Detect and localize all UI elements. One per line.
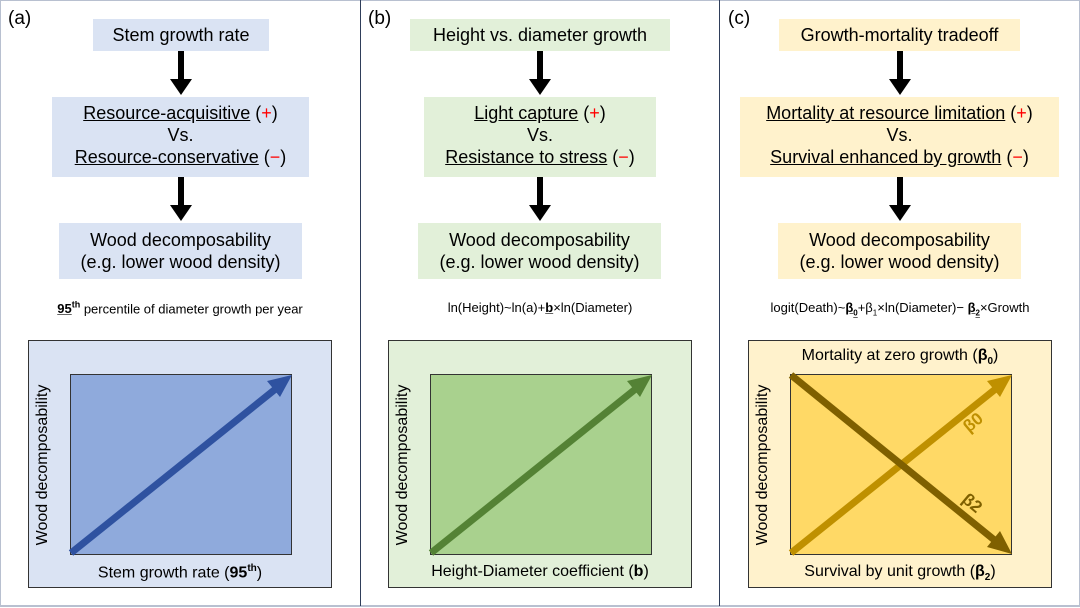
top-label-post: ) [993, 347, 999, 364]
panel-b: (b) Height vs. diameter growth Light cap… [360, 0, 720, 606]
panel-label: (b) [368, 8, 392, 29]
beta2-trend-line [788, 372, 1006, 550]
trend-arrow-svg [68, 375, 292, 556]
arrow-down-icon [889, 51, 911, 95]
panel-label: (c) [728, 8, 751, 29]
formula-beta0-sub: 0 [853, 308, 858, 318]
panel-label: (a) [8, 8, 32, 29]
negative-term: Survival enhanced by growth [770, 147, 1002, 167]
top-box-text: Growth-mortality tradeoff [800, 25, 999, 45]
positive-trend-line [68, 380, 286, 556]
middle-box: Light capture (+) Vs. Resistance to stre… [424, 97, 656, 177]
positive-term: Light capture [474, 103, 579, 123]
formula-emph: 95 [57, 301, 72, 317]
formula-post: ×Growth [979, 300, 1030, 315]
bottom-box: Wood decomposability (e.g. lower wood de… [778, 223, 1021, 279]
formula-sup: th [71, 300, 81, 310]
minus-sign: − [1012, 147, 1023, 167]
x-label-sub: 2 [984, 572, 991, 584]
bottom-box-line2: (e.g. lower wood density) [799, 252, 1000, 272]
metric-definition: logit(Death)~β0+β1×ln(Diameter)− β2×Grow… [720, 300, 1080, 318]
formula-beta2: β [967, 300, 976, 315]
trend-arrow-svg [428, 375, 652, 556]
x-axis-label: Height-Diameter coefficient (b) [389, 563, 691, 581]
plus-sign: + [589, 103, 600, 123]
bottom-box-line1: Wood decomposability [809, 230, 990, 250]
schematic-chart: Mortality at zero growth (β0) Wood decom… [748, 340, 1052, 588]
formula-emph: b [545, 300, 554, 315]
positive-trend-line [428, 380, 646, 556]
middle-box: Mortality at resource limitation (+) Vs.… [740, 97, 1059, 177]
top-box: Height vs. diameter growth [410, 19, 670, 51]
minus-sign: − [618, 147, 629, 167]
metric-definition: 95th percentile of diameter growth per y… [0, 300, 360, 316]
panel-c: (c) Growth-mortality tradeoff Mortality … [720, 0, 1080, 606]
x-label-sup: th [247, 563, 257, 574]
plus-sign: + [1016, 103, 1027, 123]
formula-post: ×ln(Diameter) [553, 300, 633, 315]
x-label-beta: β [975, 563, 985, 580]
top-box: Stem growth rate [93, 19, 269, 51]
arrowhead-icon [627, 375, 652, 397]
negative-term: Resource-conservative [74, 147, 259, 167]
bottom-box-line2: (e.g. lower wood density) [80, 252, 281, 272]
plus-sign: + [261, 103, 272, 123]
top-label-beta: β [977, 347, 988, 364]
x-label-pre: Height-Diameter coefficient ( [431, 563, 634, 580]
bottom-box-line1: Wood decomposability [449, 230, 630, 250]
formula-mid2: ×ln(Diameter)− [877, 300, 968, 315]
x-axis-label: Survival by unit growth (β2) [749, 563, 1051, 583]
vs-text: Vs. [886, 125, 913, 145]
positive-term: Mortality at resource limitation [766, 103, 1006, 123]
arrow-down-icon [170, 51, 192, 95]
middle-box: Resource-acquisitive (+) Vs. Resource-co… [52, 97, 309, 177]
top-axis-label: Mortality at zero growth (β0) [749, 347, 1051, 367]
bottom-box: Wood decomposability (e.g. lower wood de… [59, 223, 302, 279]
arrow-down-icon [889, 177, 911, 221]
metric-definition: ln(Height)~ln(a)+b×ln(Diameter) [360, 300, 720, 315]
top-box: Growth-mortality tradeoff [779, 19, 1020, 51]
arrowhead-icon [987, 375, 1012, 397]
arrowhead-icon [267, 375, 292, 397]
x-label-post: ) [643, 563, 649, 580]
formula-pre: ln(Height)~ln(a)+ [447, 300, 546, 315]
x-label-bold: 95 [229, 564, 248, 582]
x-label-pre: Stem growth rate ( [97, 564, 230, 582]
top-label-sub: 0 [987, 356, 994, 368]
x-label-post: ) [990, 563, 996, 580]
panel-divider [719, 0, 720, 606]
schematic-chart: Wood decomposability Height-Diameter coe… [388, 340, 692, 588]
arrow-down-icon [529, 177, 551, 221]
x-label-bold: b [633, 563, 644, 580]
vs-text: Vs. [167, 125, 194, 145]
negative-term: Resistance to stress [445, 147, 608, 167]
schematic-chart: Wood decomposability Stem growth rate (9… [28, 340, 332, 588]
top-label-pre: Mortality at zero growth ( [801, 347, 978, 364]
arrow-down-icon [529, 51, 551, 95]
top-box-text: Stem growth rate [112, 25, 250, 45]
beta0-trend-line [788, 380, 1006, 556]
formula-beta2-sub: 2 [975, 308, 980, 318]
x-label-pre: Survival by unit growth ( [804, 563, 976, 580]
arrowhead-icon [987, 531, 1012, 554]
x-label-post: ) [256, 564, 263, 582]
formula-beta1-sub: 1 [872, 308, 878, 318]
bottom-box-line2: (e.g. lower wood density) [439, 252, 640, 272]
bottom-box-line1: Wood decomposability [90, 230, 271, 250]
minus-sign: − [269, 147, 281, 167]
positive-term: Resource-acquisitive [83, 103, 251, 123]
formula-beta0: β [845, 300, 854, 315]
x-axis-label: Stem growth rate (95th) [29, 563, 331, 582]
formula-pre: logit(Death)~ [770, 300, 846, 315]
panel-a: (a) Stem growth rate Resource-acquisitiv… [0, 0, 360, 606]
bottom-box: Wood decomposability (e.g. lower wood de… [418, 223, 661, 279]
formula-rest: percentile of diameter growth per year [80, 301, 303, 317]
top-box-text: Height vs. diameter growth [432, 25, 648, 45]
trend-arrow-svg: β0 β2 [788, 372, 1012, 556]
formula-mid: +β [857, 300, 873, 315]
arrow-down-icon [170, 177, 192, 221]
vs-text: Vs. [526, 125, 553, 145]
panel-divider [360, 0, 361, 606]
